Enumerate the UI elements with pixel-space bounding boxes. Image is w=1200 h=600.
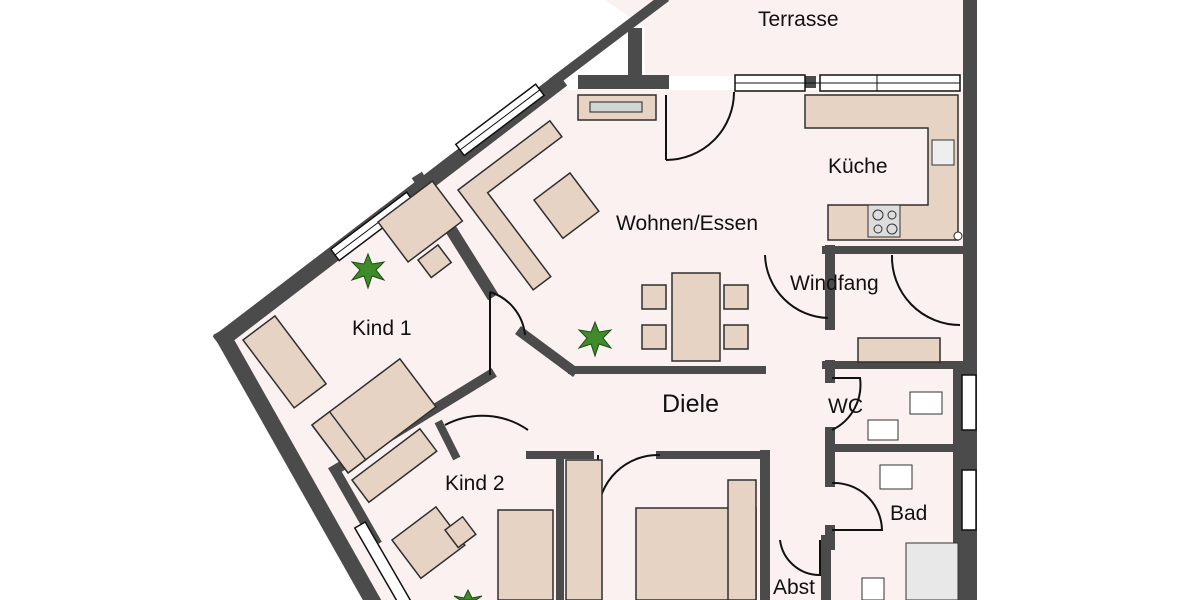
room-label-wc: WC (828, 395, 863, 418)
room-label-windfang: Windfang (790, 272, 879, 295)
furniture (241, 94, 963, 600)
room-label-abst: Abst (773, 576, 815, 599)
plant-icon (350, 252, 613, 600)
room-label-diele: Diele (662, 390, 719, 418)
room-label-kind2: Kind 2 (445, 472, 505, 495)
terrace-floor (605, 0, 965, 76)
room-label-terrasse: Terrasse (758, 8, 839, 31)
room-label-wohnen-essen: Wohnen/Essen (616, 212, 758, 235)
room-label-kueche: Küche (828, 155, 888, 178)
room-label-bad: Bad (890, 502, 927, 525)
room-label-kind1: Kind 1 (352, 317, 412, 340)
